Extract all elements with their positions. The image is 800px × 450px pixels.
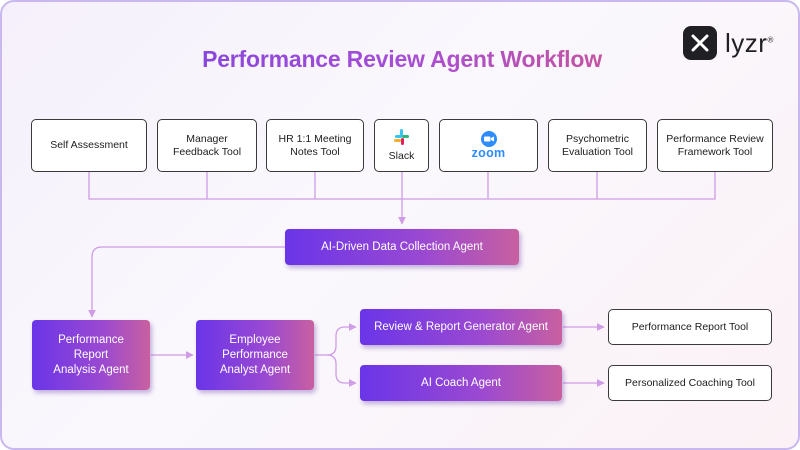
- tool-zoom-label: zoom: [471, 146, 506, 160]
- agent-report-generator: Review & Report Generator Agent: [360, 309, 562, 345]
- slack-icon: [393, 129, 409, 145]
- agent-ai-coach: AI Coach Agent: [360, 365, 562, 401]
- lyzr-logo: lyzr®: [683, 26, 774, 60]
- tool-performance-report: Performance Report Tool: [608, 309, 772, 345]
- tool-manager-feedback: Manager Feedback Tool: [157, 119, 257, 172]
- lyzr-logo-icon: [683, 26, 717, 60]
- tool-manager-feedback-label: Manager Feedback Tool: [172, 132, 242, 158]
- agent-employee-performance-analyst-label: Employee Performance Analyst Agent: [219, 333, 291, 376]
- tool-psychometric-evaluation: Psychometric Evaluation Tool: [548, 119, 647, 172]
- agent-report-analysis-label: Performance Report Analysis Agent: [53, 333, 129, 376]
- tool-self-assessment-label: Self Assessment: [50, 139, 128, 151]
- agent-report-analysis: Performance Report Analysis Agent: [32, 320, 150, 390]
- tool-performance-report-label: Performance Report Tool: [631, 320, 749, 333]
- tool-zoom: zoom: [439, 119, 538, 172]
- tool-personalized-coaching-label: Personalized Coaching Tool: [625, 376, 755, 389]
- tool-psychometric-evaluation-label: Psychometric Evaluation Tool: [561, 132, 634, 158]
- lyzr-logo-text: lyzr®: [725, 27, 774, 58]
- tool-slack-label: Slack: [388, 150, 415, 162]
- tool-self-assessment: Self Assessment: [31, 119, 147, 172]
- tool-slack: Slack: [374, 119, 429, 172]
- agent-ai-coach-label: AI Coach Agent: [421, 376, 501, 389]
- agent-data-collection: AI-Driven Data Collection Agent: [285, 229, 519, 265]
- agent-data-collection-label: AI-Driven Data Collection Agent: [321, 240, 483, 253]
- tool-performance-review-framework: Performance Review Framework Tool: [657, 119, 773, 172]
- tool-hr-meeting-notes-label: HR 1:1 Meeting Notes Tool: [278, 132, 352, 158]
- page-title: Performance Review Agent Workflow: [2, 46, 798, 73]
- zoom-icon: [480, 131, 497, 147]
- tool-personalized-coaching: Personalized Coaching Tool: [608, 365, 772, 401]
- tool-performance-review-framework-label: Performance Review Framework Tool: [666, 132, 764, 158]
- tool-hr-meeting-notes: HR 1:1 Meeting Notes Tool: [266, 119, 364, 172]
- agent-employee-performance-analyst: Employee Performance Analyst Agent: [196, 320, 314, 390]
- agent-report-generator-label: Review & Report Generator Agent: [374, 320, 548, 333]
